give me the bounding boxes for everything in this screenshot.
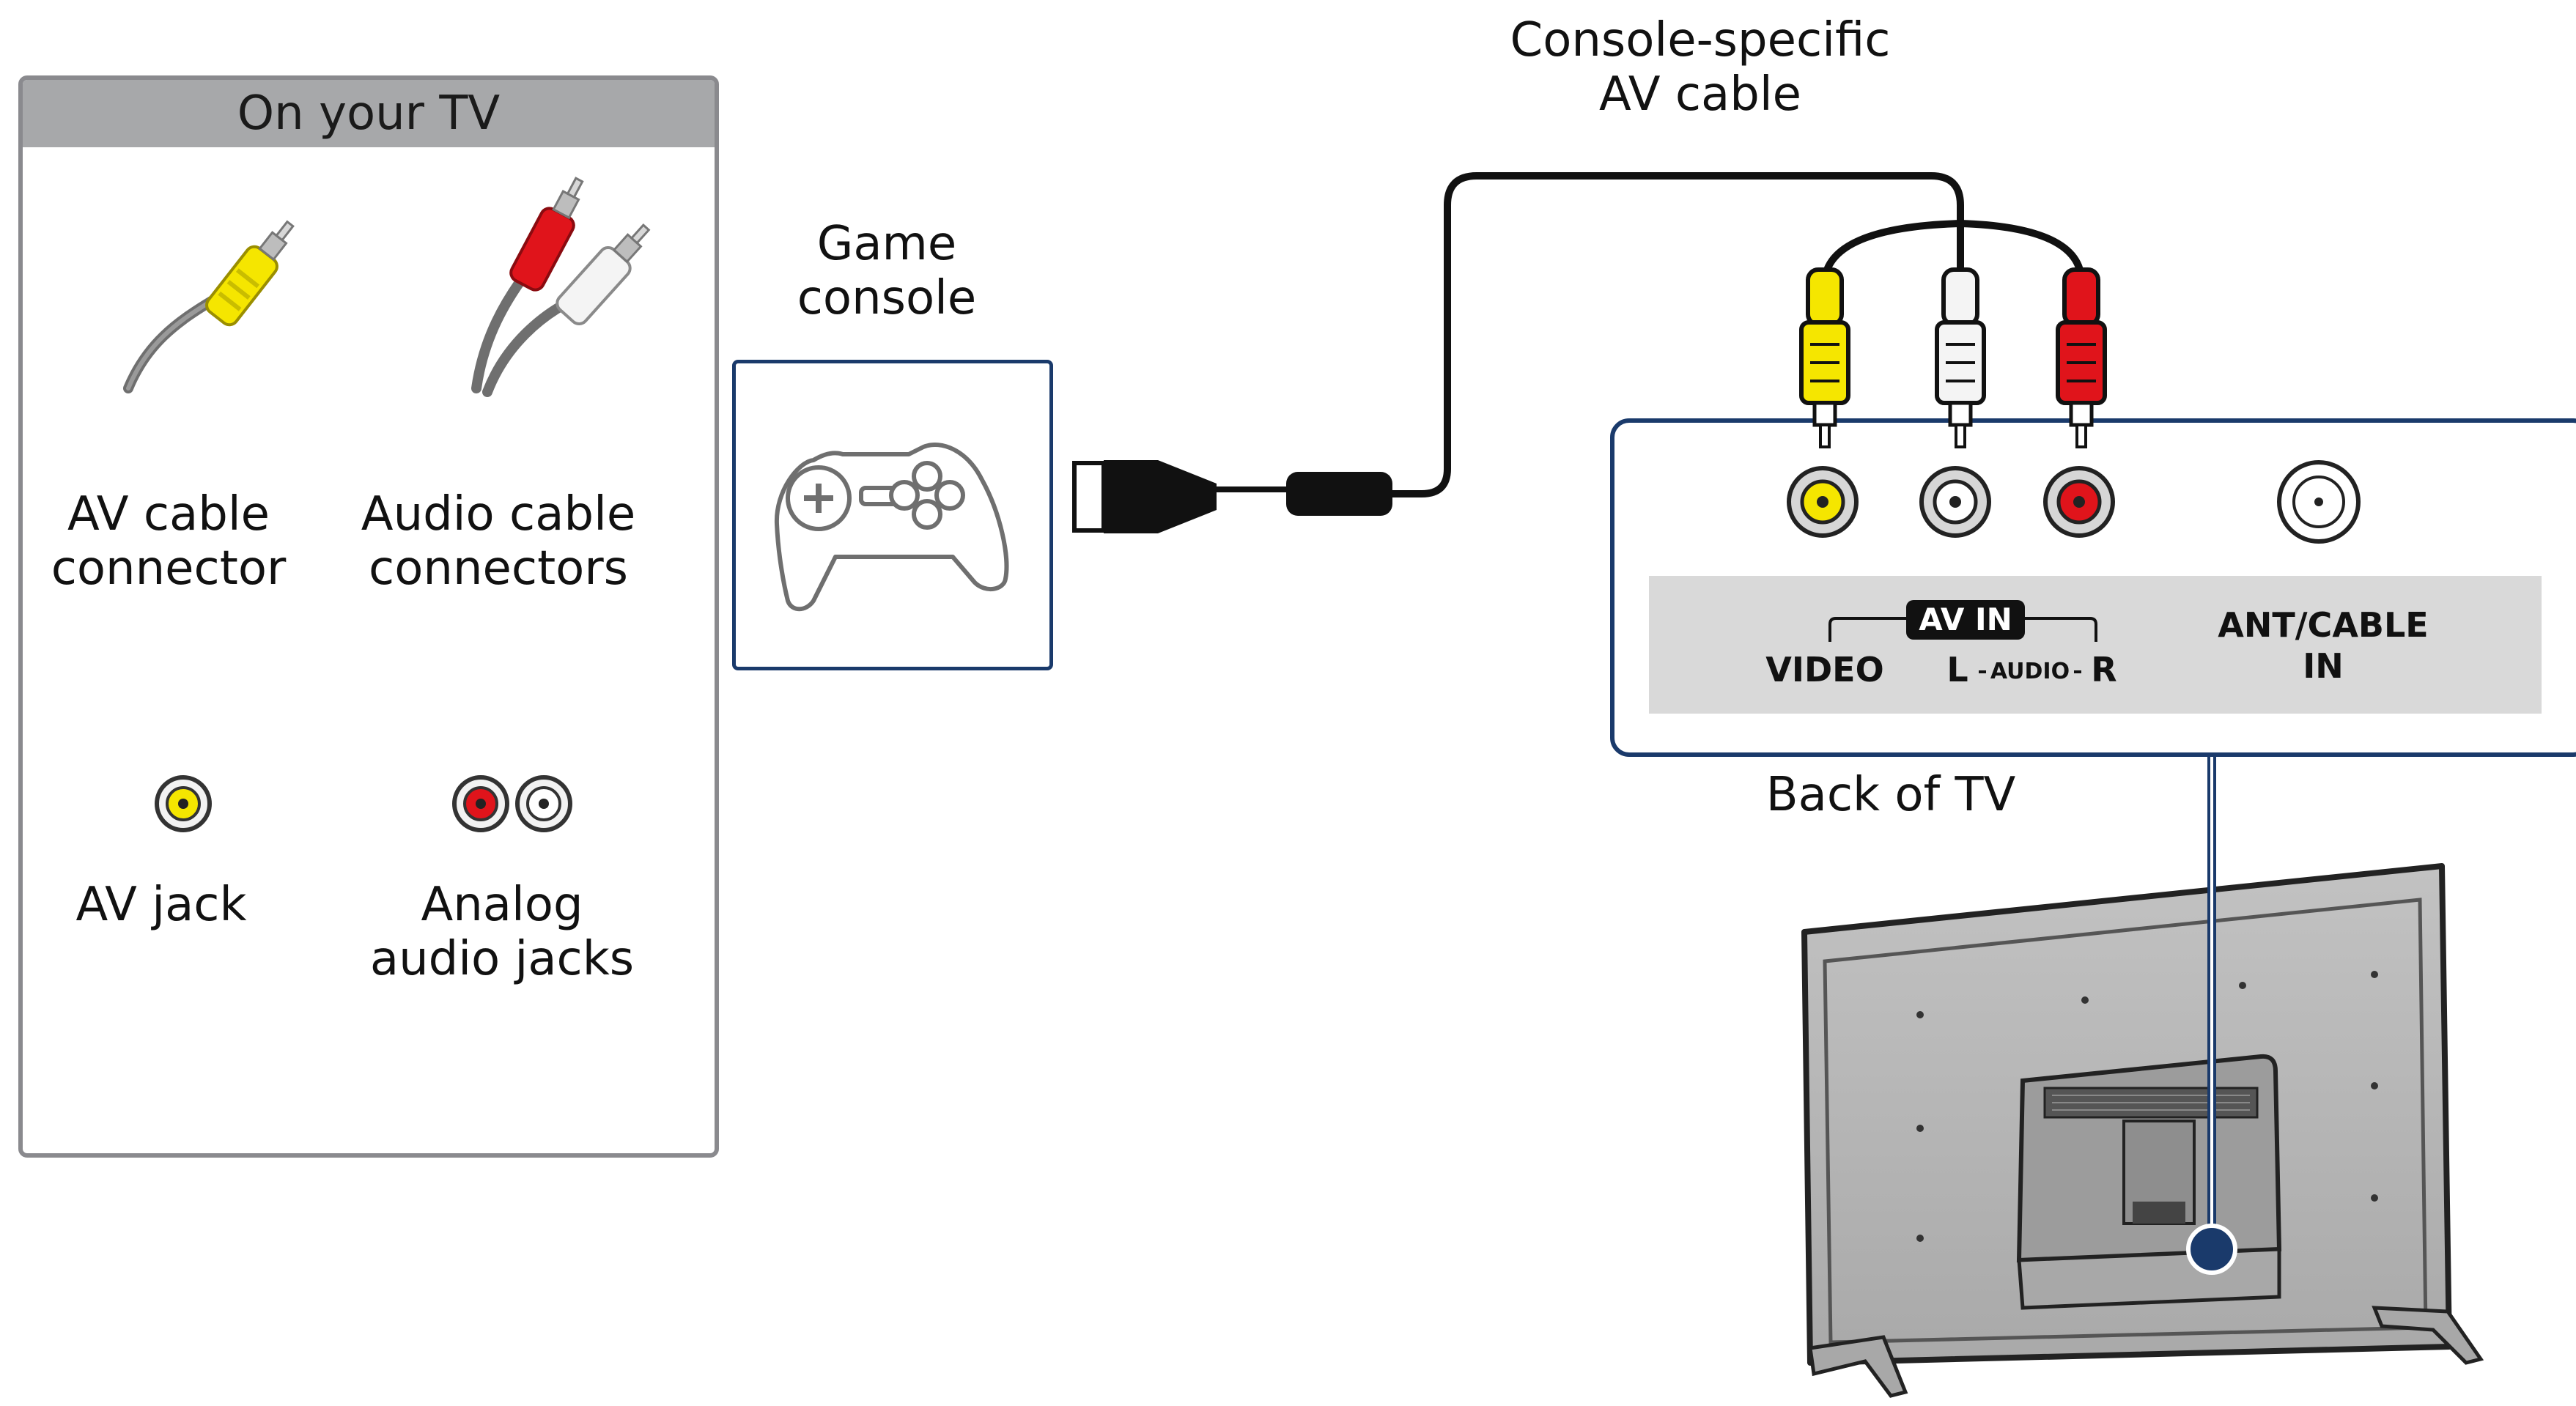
ant-label-line: ANT/CABLE <box>2218 605 2429 645</box>
rca-plug-white <box>1935 267 1986 448</box>
av-cable-connector-icon <box>123 220 295 393</box>
audio-cable-connectors-icon <box>471 177 651 397</box>
legend-label-line: connector <box>51 541 287 596</box>
audio-left-jack-icon <box>1919 466 1991 538</box>
legend-label-line: audio jacks <box>369 932 635 986</box>
video-jack-icon <box>1787 466 1859 538</box>
legend-label-audio-cable: Audio cable connectors <box>344 487 652 596</box>
cable-label-line: AV cable <box>1599 67 1801 122</box>
audio-label: AUDIO <box>1990 659 2070 684</box>
rca-plug-red <box>2056 267 2107 448</box>
legend-label-line: Audio cable <box>361 487 636 541</box>
console-label: Game console <box>770 217 1004 325</box>
legend-label-av-jack: AV jack <box>44 878 278 932</box>
rca-plug-yellow <box>1799 267 1850 448</box>
av-jack-icon <box>155 775 212 832</box>
legend-label-line: AV cable <box>67 487 270 541</box>
analog-audio-jacks-icon <box>452 775 572 832</box>
legend-title: On your TV <box>237 86 501 141</box>
ant-cable-jack-icon <box>2277 460 2361 544</box>
legend-header <box>23 80 715 147</box>
av-cable-wire <box>1392 172 1964 497</box>
back-of-tv-caption: Back of TV <box>1765 768 2016 822</box>
audio-right-jack-icon <box>2043 466 2115 538</box>
video-label: VIDEO <box>1765 650 1884 689</box>
legend-label-line: connectors <box>369 541 628 596</box>
tv-back-icon <box>1801 863 2484 1398</box>
legend-label-av-cable: AV cable connector <box>29 487 308 596</box>
legend-label-audio-jacks: Analog audio jacks <box>352 878 652 986</box>
audio-right-label: R <box>2091 650 2117 689</box>
ant-label-line: IN <box>2303 646 2344 686</box>
gamepad-icon <box>774 443 1009 612</box>
console-label-line: Game <box>816 217 957 271</box>
av-in-bracket <box>1828 617 2097 642</box>
legend-label-line: AV jack <box>75 878 247 932</box>
panel-pointer-dot <box>2186 1224 2237 1275</box>
console-label-line: console <box>797 271 977 325</box>
cable-label-line: Console-specific <box>1510 13 1891 67</box>
av-cable-split <box>1821 219 2085 279</box>
cable-label: Console-specific AV cable <box>1458 13 1942 122</box>
legend-label-line: Analog <box>421 878 583 932</box>
audio-left-label: L <box>1946 650 1968 689</box>
av-in-tag: AV IN <box>1906 600 2025 640</box>
tv-panel-label-strip <box>1649 576 2542 714</box>
console-plug <box>1072 460 1392 533</box>
ant-cable-in-label: ANT/CABLE IN <box>2191 604 2455 687</box>
